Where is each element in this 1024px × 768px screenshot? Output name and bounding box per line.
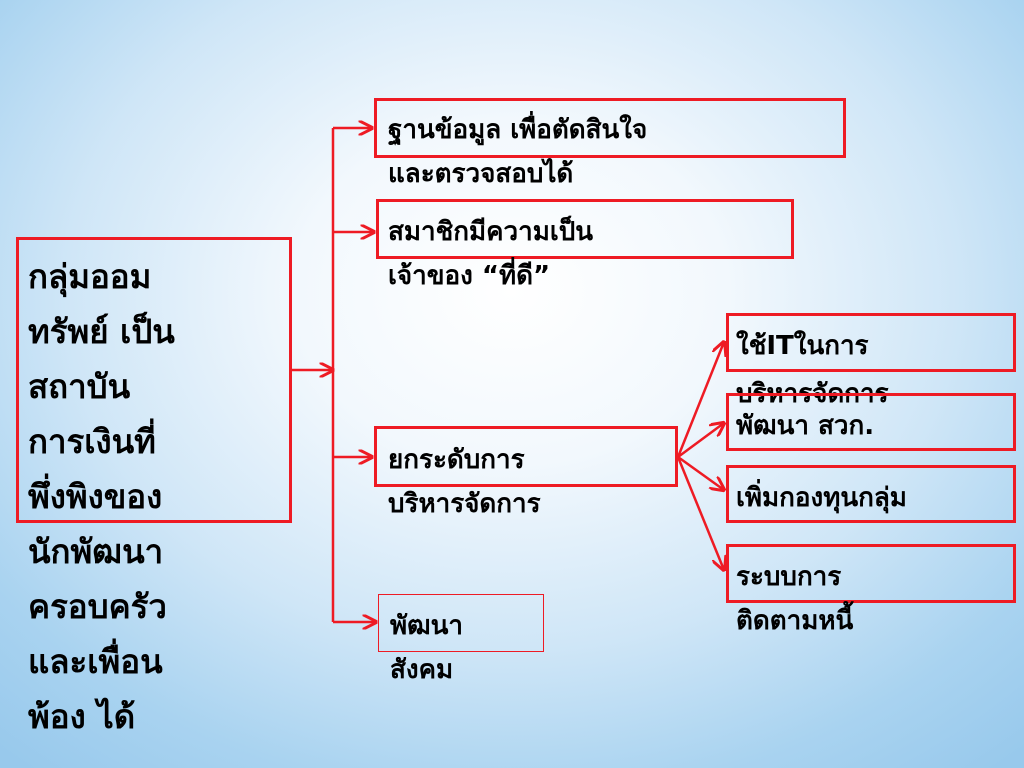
root-line: และเพื่อน	[28, 642, 163, 681]
sub-branch-text-debt: ระบบการ ติดตามหนี้	[736, 555, 853, 643]
sub-branch-box-it	[726, 313, 1016, 372]
sub-branch-text-fund: เพิ่มกองทุนกลุ่ม	[736, 474, 907, 522]
arrow-to-sub-branch-3	[677, 455, 724, 490]
branch-line: ฐานข้อมูล เพื่อตัดสินใจ	[388, 115, 648, 145]
branch-box-management	[374, 426, 678, 487]
sub-branch-line: ติดตามหนี้	[736, 606, 854, 636]
root-line: นักพัฒนา	[28, 532, 164, 571]
arrow-to-sub-branch-1	[676, 342, 724, 458]
sub-branch-box-debt	[726, 544, 1016, 603]
sub-branch-line: พัฒนา สวก.	[736, 411, 875, 441]
root-line: ครอบครัว	[28, 587, 167, 626]
branch-line: พัฒนา	[390, 611, 463, 641]
sub-branch-text-develop: พัฒนา สวก.	[736, 402, 874, 450]
branch-text-database: ฐานข้อมูล เพื่อตัดสินใจ และตรวจสอบได้	[388, 108, 647, 196]
root-line: ทรัพย์ เป็น	[28, 312, 175, 351]
branch-box-database	[374, 98, 846, 158]
branch-text-management: ยกระดับการ บริหารจัดการ	[388, 438, 541, 526]
branch-text-ownership: สมาชิกมีความเป็น เจ้าของ “ที่ดี”	[388, 210, 593, 298]
sub-branch-line: ระบบการ	[736, 562, 842, 592]
arrow-to-sub-branch-4	[676, 456, 724, 570]
branch-box-social	[378, 594, 544, 652]
branch-line: สังคม	[390, 655, 454, 685]
branch-line: เจ้าของ “ที่ดี”	[388, 261, 551, 291]
root-line: พ้อง ได้	[28, 697, 136, 736]
root-line: กลุ่มออม	[28, 257, 152, 296]
branch-line: ยกระดับการ	[388, 445, 525, 475]
branch-line: และตรวจสอบได้	[388, 159, 574, 189]
root-line: สถาบัน	[28, 367, 131, 406]
arrow-to-sub-branch-2	[677, 423, 724, 459]
branch-box-ownership	[376, 199, 794, 259]
branch-line: สมาชิกมีความเป็น	[388, 217, 594, 247]
sub-branch-line: ใช้ITในการ	[736, 331, 869, 361]
root-text: กลุ่มออม ทรัพย์ เป็น สถาบัน การเงินที่ พ…	[28, 249, 175, 744]
sub-branch-line: เพิ่มกองทุนกลุ่ม	[736, 483, 907, 513]
root-line: การเงินที่	[28, 422, 156, 461]
branch-line: บริหารจัดการ	[388, 489, 541, 519]
branch-text-social: พัฒนา สังคม	[390, 604, 463, 692]
root-line: พึ่งพิงของ	[28, 477, 163, 516]
sub-branch-box-develop	[726, 393, 1016, 451]
sub-branch-box-fund	[726, 465, 1016, 523]
root-box	[16, 237, 292, 523]
